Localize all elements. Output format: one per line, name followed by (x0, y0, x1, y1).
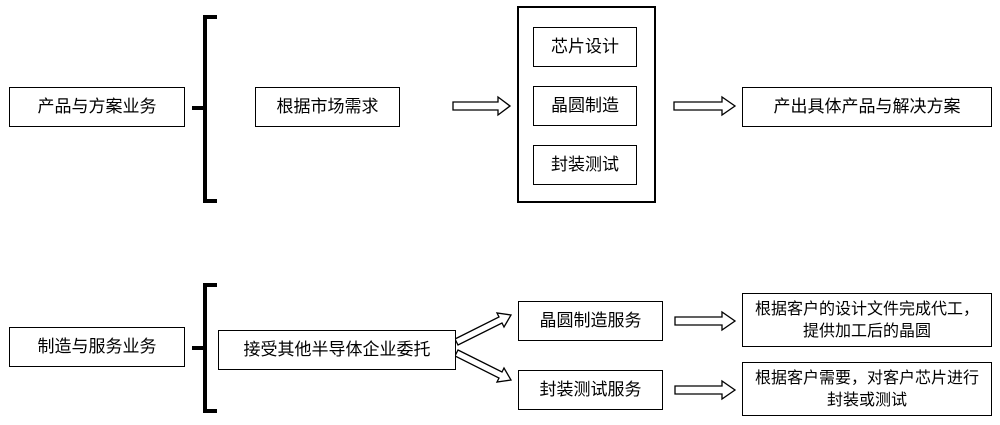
process-container (517, 6, 656, 203)
top-category-label: 产品与方案业务 (37, 97, 157, 117)
bottom-brace (192, 283, 217, 413)
service-packaging-result-box: 根据客户需要，对客户芯片进行封装或测试 (742, 362, 992, 416)
process-step-label: 晶圆制造 (551, 96, 619, 116)
arrow-input-to-process (452, 95, 512, 117)
top-brace (192, 15, 217, 203)
bottom-category-label: 制造与服务业务 (37, 337, 157, 357)
service-result-label: 根据客户的设计文件完成代工，提供加工后的晶圆 (754, 299, 979, 340)
service-wafer-box: 晶圆制造服务 (518, 301, 663, 341)
bottom-input-box: 接受其他半导体企业委托 (218, 330, 456, 370)
service-label: 封装测试服务 (539, 380, 642, 400)
process-step-packaging: 封装测试 (533, 145, 637, 185)
arrow-packaging-service-to-result (674, 379, 737, 401)
process-step-label: 芯片设计 (551, 37, 619, 57)
top-output-label: 产出具体产品与解决方案 (773, 97, 961, 117)
arrow-process-to-output (673, 95, 737, 117)
service-label: 晶圆制造服务 (539, 311, 642, 331)
top-output-box: 产出具体产品与解决方案 (742, 87, 992, 127)
arrow-wafer-service-to-result (674, 310, 737, 332)
process-step-design: 芯片设计 (533, 27, 637, 67)
service-result-label: 根据客户需要，对客户芯片进行封装或测试 (754, 368, 979, 409)
top-category-box: 产品与方案业务 (9, 87, 185, 127)
bottom-category-box: 制造与服务业务 (9, 327, 185, 367)
arrow-input-to-packaging-service (454, 349, 513, 383)
top-input-label: 根据市场需求 (276, 97, 379, 117)
process-step-label: 封装测试 (551, 155, 619, 175)
arrow-input-to-wafer-service (454, 312, 513, 346)
service-wafer-result-box: 根据客户的设计文件完成代工，提供加工后的晶圆 (742, 293, 992, 347)
process-step-wafer: 晶圆制造 (533, 86, 637, 126)
service-packaging-box: 封装测试服务 (518, 370, 663, 410)
top-input-box: 根据市场需求 (255, 87, 400, 127)
bottom-input-label: 接受其他半导体企业委托 (243, 340, 431, 360)
